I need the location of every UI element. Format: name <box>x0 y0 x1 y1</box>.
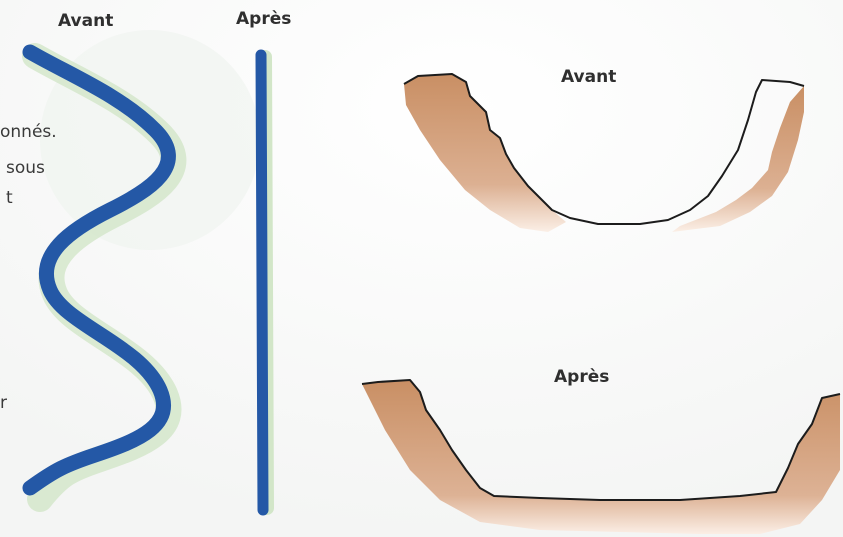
cropped-text-line-4: r <box>0 388 7 418</box>
valley-after-label: Après <box>554 367 609 387</box>
cropped-text-line-3: t <box>6 183 13 213</box>
cropped-text-line-2: sous <box>6 153 45 183</box>
valley-after-bank-fill <box>362 380 840 534</box>
cropped-text-line-1: onnés. <box>0 117 57 147</box>
river-after-label: Après <box>236 9 291 29</box>
river-before-label: Avant <box>58 11 113 31</box>
valley-before-label: Avant <box>561 67 616 87</box>
